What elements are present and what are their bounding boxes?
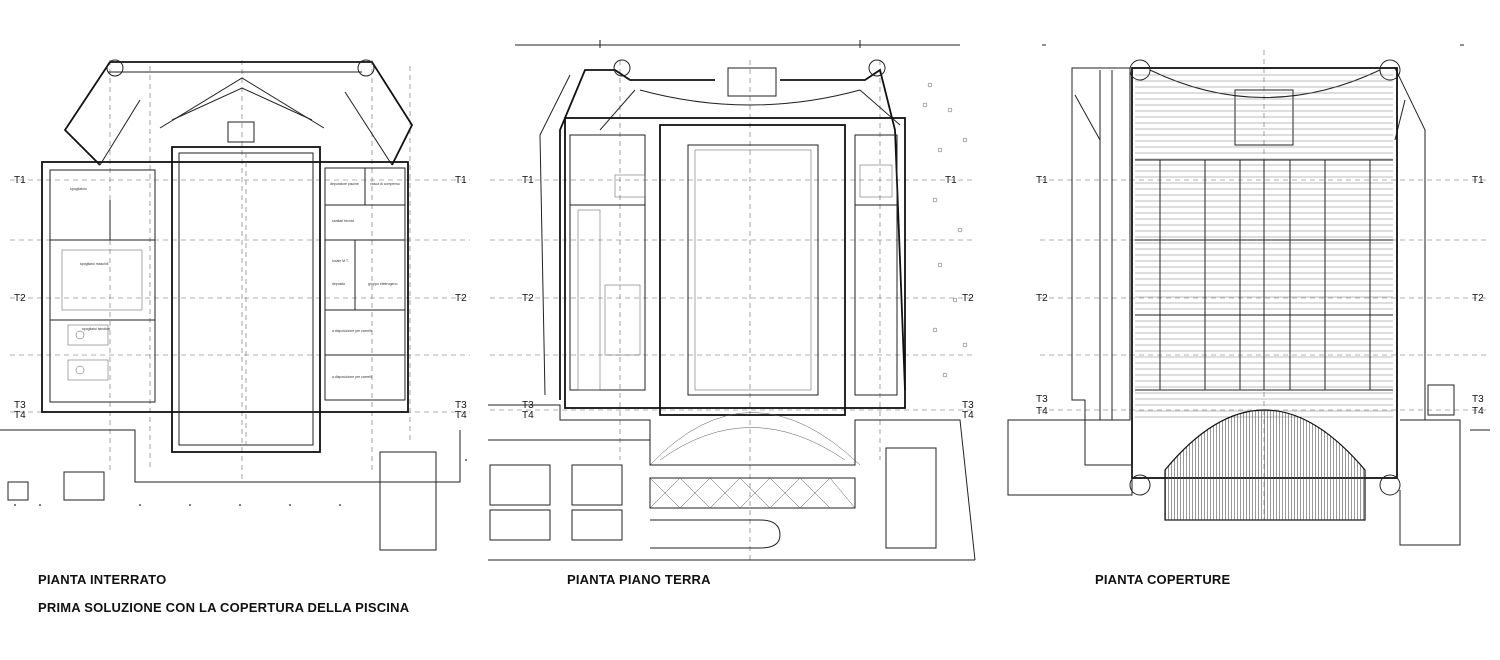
section-markers-roof: T1 T2 T3 T4 T1 T2 T3 T4 bbox=[1036, 175, 1484, 417]
section-marker-t3: T3 bbox=[1472, 394, 1484, 405]
ground-floor-plan: T1 T2 T3 T4 T1 T2 T3 T4 bbox=[488, 40, 976, 561]
left-service-rooms: spogliatoio spogliatoi maschili spogliat… bbox=[49, 169, 156, 403]
section-marker-t3: T3 bbox=[1036, 394, 1048, 405]
svg-text:locale M.T.: locale M.T. bbox=[332, 259, 349, 263]
section-marker-t3: T3 bbox=[522, 400, 534, 411]
section-marker-t1: T1 bbox=[1036, 175, 1048, 186]
section-marker-t4: T4 bbox=[14, 410, 26, 421]
section-marker-t2: T2 bbox=[962, 293, 974, 304]
svg-text:spogliatoio: spogliatoio bbox=[70, 187, 87, 191]
section-marker-t3: T3 bbox=[962, 400, 974, 411]
section-marker-t1: T1 bbox=[945, 175, 957, 186]
svg-text:depuratore piscine: depuratore piscine bbox=[330, 182, 359, 186]
drawing-subtitle: PRIMA SOLUZIONE CON LA COPERTURA DELLA P… bbox=[38, 600, 410, 615]
svg-text:vasca di compenso: vasca di compenso bbox=[370, 182, 400, 186]
section-marker-t4: T4 bbox=[522, 410, 534, 421]
svg-text:spogliatoi maschili: spogliatoi maschili bbox=[80, 262, 109, 266]
roof-plan: T1 T2 T3 T4 T1 T2 T3 T4 bbox=[1007, 44, 1490, 546]
caption-basement-plan: PIANTA INTERRATO bbox=[38, 572, 167, 587]
svg-text:a disposizione per carrelli: a disposizione per carrelli bbox=[332, 375, 372, 379]
left-wing-rooms bbox=[569, 134, 646, 391]
svg-text:a disposizione per carrelli: a disposizione per carrelli bbox=[332, 329, 372, 333]
section-marker-t3: T3 bbox=[455, 400, 467, 411]
section-markers-basement: T1 T2 T3 T4 T1 T2 T3 T4 bbox=[14, 175, 467, 421]
roof-panel-grid bbox=[1135, 159, 1393, 391]
section-marker-t2: T2 bbox=[1036, 293, 1048, 304]
section-marker-t2: T2 bbox=[14, 293, 26, 304]
svg-text:spogliatoi istruttori: spogliatoi istruttori bbox=[82, 327, 110, 331]
right-service-rooms: depuratore piscine vasca di compenso san… bbox=[324, 167, 406, 401]
basement-plan: spogliatoio spogliatoi maschili spogliat… bbox=[0, 59, 470, 551]
section-marker-t4: T4 bbox=[455, 410, 467, 421]
section-marker-t2: T2 bbox=[1472, 293, 1484, 304]
section-marker-t1: T1 bbox=[14, 175, 26, 186]
section-marker-t1: T1 bbox=[522, 175, 534, 186]
right-wing-rooms bbox=[854, 134, 898, 396]
svg-text:deposito: deposito bbox=[332, 282, 345, 286]
section-marker-t3: T3 bbox=[14, 400, 26, 411]
caption-roof-plan: PIANTA COPERTURE bbox=[1095, 572, 1231, 587]
tree-marks bbox=[922, 82, 968, 378]
column-dots bbox=[14, 459, 467, 506]
section-marker-t1: T1 bbox=[455, 175, 467, 186]
section-markers-ground: T1 T2 T3 T4 T1 T2 T3 T4 bbox=[522, 175, 974, 421]
structural-grid bbox=[490, 60, 975, 560]
section-marker-t1: T1 bbox=[1472, 175, 1484, 186]
caption-ground-floor-plan: PIANTA PIANO TERRA bbox=[567, 572, 711, 587]
svg-text:sanitari tecnici: sanitari tecnici bbox=[332, 219, 354, 223]
section-marker-t4: T4 bbox=[962, 410, 974, 421]
structural-grid bbox=[10, 60, 470, 480]
section-marker-t2: T2 bbox=[522, 293, 534, 304]
section-marker-t2: T2 bbox=[455, 293, 467, 304]
section-marker-t4: T4 bbox=[1472, 406, 1484, 417]
svg-text:gruppo elettrogeno: gruppo elettrogeno bbox=[368, 282, 397, 286]
section-marker-t4: T4 bbox=[1036, 406, 1048, 417]
